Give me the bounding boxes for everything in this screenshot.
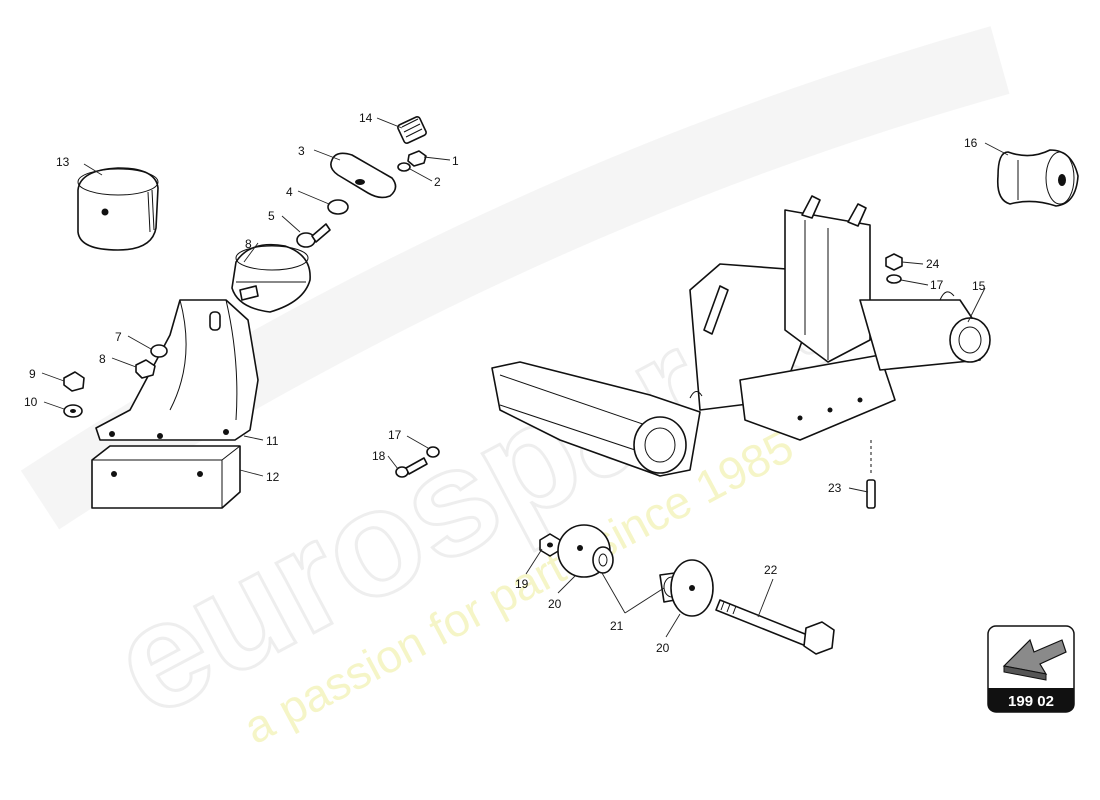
reference-code: 199 02: [1008, 693, 1054, 710]
callout-20-upper: 20: [548, 597, 562, 611]
reference-box[interactable]: 199 02: [987, 625, 1075, 713]
part-19-nut: [539, 533, 561, 557]
callout-14: 14: [359, 111, 373, 125]
part-20-washer-lower: [670, 559, 714, 617]
part-23-pin: [866, 440, 876, 509]
callout-3: 3: [298, 144, 305, 158]
callout-5: 5: [268, 209, 275, 223]
callout-17-middle: 17: [388, 428, 402, 442]
callout-20-lower: 20: [656, 641, 670, 655]
part-18-bolt: [395, 457, 428, 478]
part-17-washer-middle: [426, 446, 440, 458]
part-10-washer: [63, 404, 83, 418]
callout-10: 10: [24, 395, 38, 409]
callout-12: 12: [266, 470, 280, 484]
part-11-bracket: [95, 299, 259, 441]
part-13-rubber-block: [77, 167, 159, 251]
part-12-base-plate: [91, 445, 241, 509]
part-9-nut: [63, 371, 85, 392]
callout-15: 15: [972, 279, 986, 293]
callout-9: 9: [29, 367, 36, 381]
part-8-nut: [135, 359, 156, 379]
callout-4: 4: [286, 185, 293, 199]
part-2-washer: [397, 162, 411, 172]
leader-lines: [41, 117, 1009, 638]
callout-21: 21: [610, 619, 624, 633]
part-22-bolt: [715, 599, 835, 655]
callout-11: 11: [266, 434, 279, 448]
part-7-washer: [150, 344, 168, 358]
callout-8-engine-mount: 8: [245, 237, 252, 251]
callout-18: 18: [372, 449, 386, 463]
callout-1: 1: [452, 154, 459, 168]
part-5-bolt: [296, 223, 331, 248]
callout-13: 13: [56, 155, 70, 169]
callout-24: 24: [926, 257, 940, 271]
callout-16: 16: [964, 136, 978, 150]
part-21-bush-upper: [592, 546, 614, 574]
callout-19: 19: [515, 577, 529, 591]
callout-7: 7: [115, 330, 122, 344]
part-14-spring: [397, 116, 427, 144]
part-16-bush: [996, 149, 1079, 207]
callout-22: 22: [764, 563, 778, 577]
part-24-nut: [885, 253, 903, 271]
callout-labels: 1 2 3 4 5 7 8 8 9 10 11 12 13 14 15 16 1…: [24, 111, 986, 655]
callout-2: 2: [434, 175, 441, 189]
part-4-washer: [327, 199, 349, 215]
part-8-engine-mount: [231, 243, 311, 313]
part-1-nut: [407, 150, 427, 167]
callout-17-right: 17: [930, 278, 944, 292]
part-17-washer-right: [886, 274, 902, 284]
arrow-icon: [1002, 638, 1067, 681]
callout-23: 23: [828, 481, 842, 495]
part-15-subframe: [491, 195, 991, 477]
part-3-plate: [330, 152, 397, 199]
callout-8-nut: 8: [99, 352, 106, 366]
